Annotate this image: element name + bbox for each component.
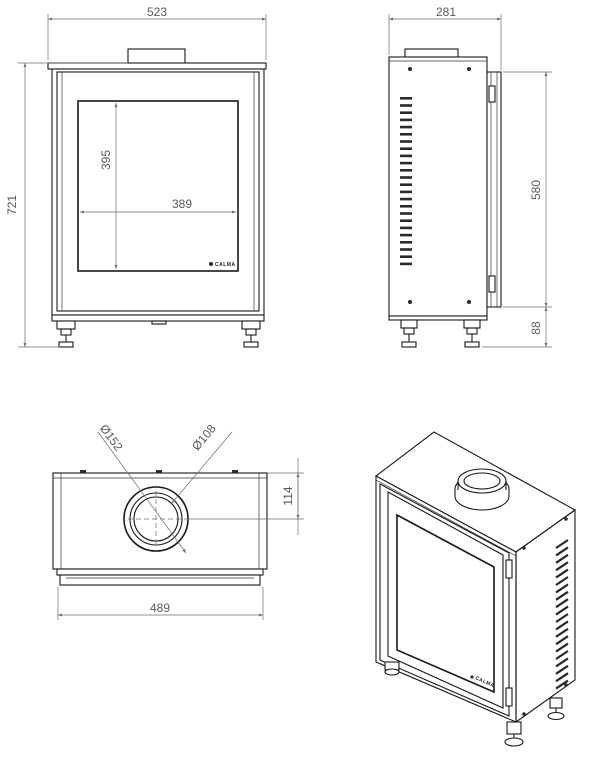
flue-collar <box>127 48 186 65</box>
iso-vent-slot <box>555 679 569 690</box>
vent-slot <box>400 133 412 136</box>
iso-glass-panel <box>396 513 495 694</box>
vent-slot <box>400 140 412 143</box>
vent-slot <box>400 147 412 150</box>
iso-vent-slot <box>555 590 569 601</box>
iso-vent-slot <box>555 539 569 549</box>
top-cap <box>47 62 267 70</box>
dim-outer-diameter: Ø152 <box>97 422 126 454</box>
glass-panel <box>77 100 239 272</box>
side-flue-collar <box>404 48 459 58</box>
vent-slot <box>400 255 412 258</box>
iso-vent-slot <box>555 664 569 675</box>
side-screws <box>408 67 471 304</box>
iso-vent-slot <box>555 672 569 683</box>
iso-leg-front-left <box>384 661 400 676</box>
vent-slot <box>400 183 412 186</box>
vent-slot <box>400 154 412 158</box>
vent-slot <box>400 190 412 194</box>
iso-vent-slot <box>555 620 569 631</box>
iso-vent-slot <box>555 627 569 638</box>
top-body <box>52 472 268 570</box>
side-leg-left <box>400 319 418 348</box>
iso-vent-slot <box>555 605 569 616</box>
iso-vent-slot <box>555 650 569 660</box>
side-leg-right <box>463 319 481 348</box>
vent-slot <box>400 233 412 237</box>
vent-slot <box>400 197 412 201</box>
leg-left <box>56 320 76 348</box>
vent-slot <box>400 219 412 222</box>
iso-flue <box>454 468 510 511</box>
door-profile <box>486 71 502 308</box>
iso-leg-back-right <box>547 697 565 721</box>
vent-slot <box>400 205 412 208</box>
top-screws <box>80 470 238 473</box>
calma-logo: CALMA <box>209 262 236 268</box>
dim-depth: 281 <box>436 5 456 19</box>
iso-leg-front-right <box>504 721 524 747</box>
side-body <box>388 56 488 317</box>
iso-vent-slot <box>555 546 569 557</box>
side-view: 281 580 88 <box>388 5 552 348</box>
vent-slot <box>400 161 412 165</box>
body-outline <box>51 68 265 316</box>
vent-slot <box>400 118 412 122</box>
vent-slot <box>400 248 412 251</box>
dim-body-width: 489 <box>150 601 170 615</box>
vent-slot <box>400 226 412 230</box>
front-rail <box>59 574 261 586</box>
vent-slot <box>400 104 412 107</box>
iso-vent-slot <box>555 598 569 609</box>
iso-vent-slot <box>555 613 569 623</box>
vent-slot <box>400 262 412 266</box>
iso-vent-slots <box>555 539 569 690</box>
door-frame <box>56 71 260 312</box>
vent-slot <box>400 212 412 215</box>
iso-vent-slot <box>555 576 569 586</box>
iso-vent-slot <box>555 583 569 594</box>
iso-vent-slot <box>555 568 569 579</box>
vent-slot <box>400 169 412 172</box>
dim-overall-width: 523 <box>147 5 167 19</box>
vent-slot <box>400 241 412 244</box>
dim-door-height: 580 <box>529 180 543 200</box>
dim-overall-height: 721 <box>5 195 19 215</box>
iso-vent-slot <box>555 635 569 646</box>
iso-vent-slot <box>555 561 569 572</box>
base-plate <box>51 314 265 322</box>
iso-vent-slot <box>555 657 569 668</box>
dim-glass-width: 389 <box>172 197 192 211</box>
iso-view: CALMA <box>374 431 577 747</box>
top-view: Ø152 Ø108 114 489 <box>52 421 304 620</box>
vent-slot <box>400 176 412 179</box>
leg-right <box>241 320 261 348</box>
dim-inner-diameter: Ø108 <box>189 421 219 453</box>
iso-vent-slot <box>555 553 569 564</box>
vent-slot <box>400 111 412 114</box>
dim-flue-offset: 114 <box>281 486 295 505</box>
dim-glass-height: 395 <box>99 150 113 170</box>
svg-text:CALMA: CALMA <box>215 262 236 268</box>
iso-vent-slot <box>555 642 569 653</box>
dim-leg-height: 88 <box>529 321 543 335</box>
vent-slot <box>400 125 412 129</box>
vent-slot <box>400 97 412 100</box>
front-view: CALMA 523 721 395 389 <box>5 5 267 348</box>
vent-slots <box>400 97 412 266</box>
